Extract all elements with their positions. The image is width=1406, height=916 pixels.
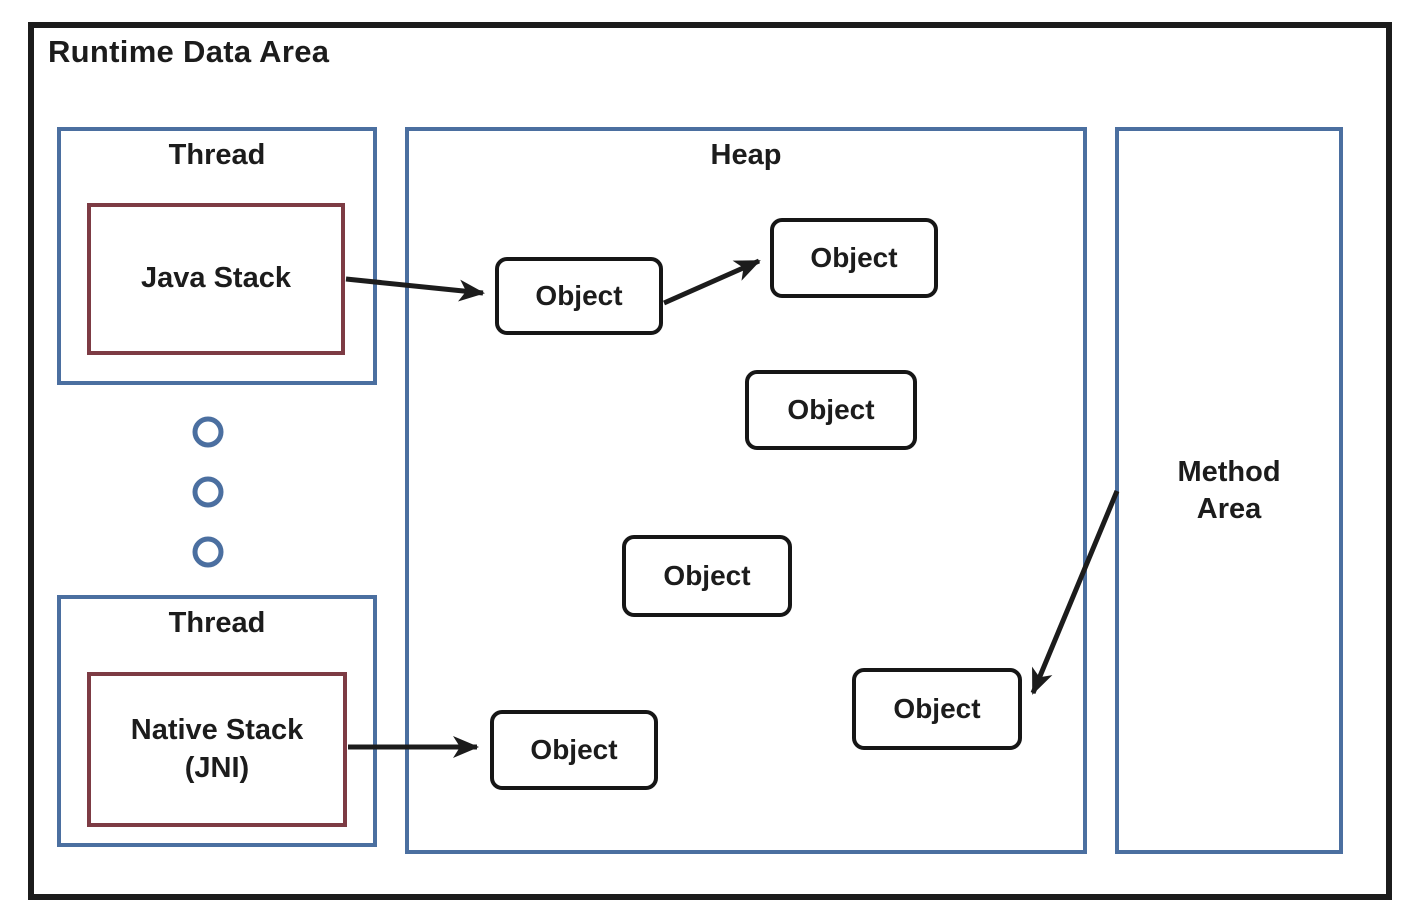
heap-object-2-label: Object: [810, 242, 898, 273]
heap-object-5-label: Object: [530, 734, 618, 765]
native-stack-label-line2: (JNI): [184, 751, 250, 784]
heap-object-1: Object: [495, 257, 663, 335]
method-area-label-line1: Method: [1177, 456, 1281, 489]
heap-object-6: Object: [852, 668, 1022, 750]
heap-object-4-label: Object: [663, 560, 751, 591]
heap-object-5: Object: [490, 710, 658, 790]
heap-object-2: Object: [770, 218, 938, 298]
thread-top-label: Thread: [168, 139, 266, 171]
heap-object-4: Object: [622, 535, 792, 617]
heap-label: Heap: [710, 139, 782, 171]
native-stack-box: Native Stack (JNI): [87, 672, 347, 827]
diagram-title: Runtime Data Area: [48, 34, 330, 69]
native-stack-label-line1: Native Stack: [130, 713, 304, 746]
method-area-label: Method Area: [1177, 454, 1280, 527]
heap-object-3-label: Object: [787, 394, 875, 425]
heap-object-6-label: Object: [893, 693, 981, 724]
java-stack-label: Java Stack: [141, 262, 291, 295]
java-stack-box: Java Stack: [87, 203, 345, 355]
heap-object-3: Object: [745, 370, 917, 450]
method-area-label-line2: Area: [1196, 492, 1262, 525]
heap-object-1-label: Object: [535, 280, 623, 311]
method-area-box: Method Area: [1115, 127, 1343, 854]
thread-bottom-label: Thread: [168, 607, 266, 639]
